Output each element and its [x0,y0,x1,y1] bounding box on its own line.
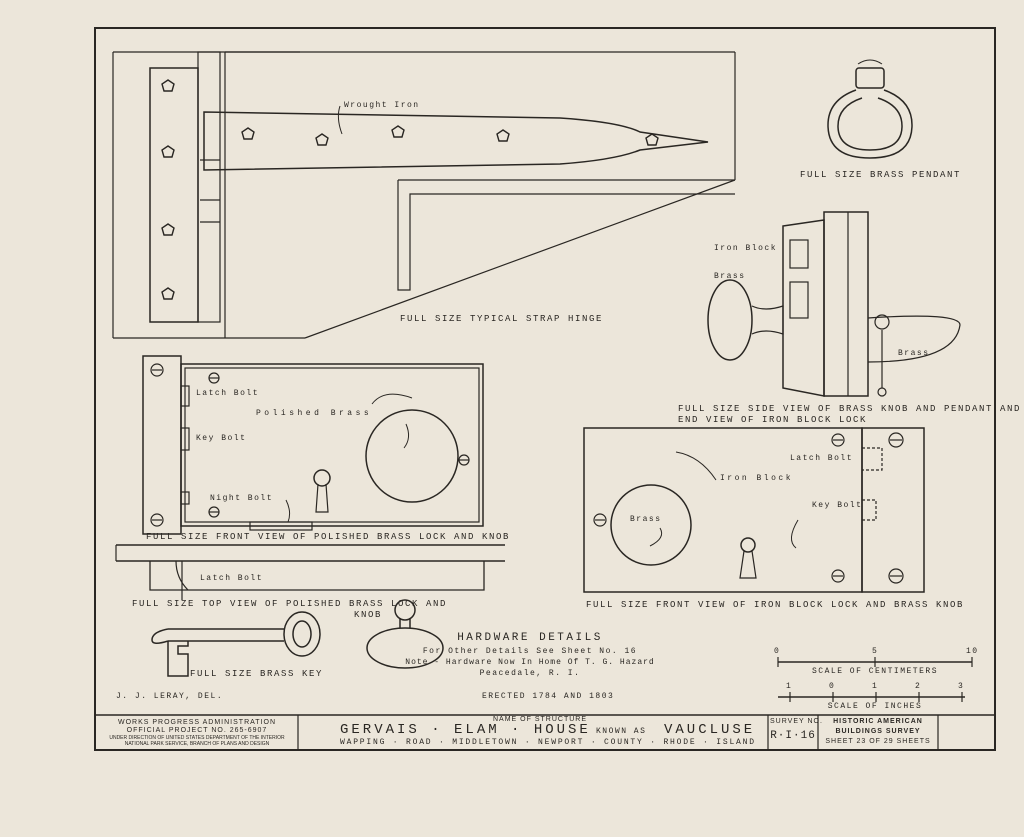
habs-line2: BUILDINGS SURVEY [835,728,921,735]
known-as-label: KNOWN AS [596,727,647,736]
cm-tick-10: 10 [966,647,979,656]
side-view-caption-2: END VIEW OF IRON BLOCK LOCK [678,415,868,425]
brass-pendant-drawing [827,59,913,159]
cm-scale-label: SCALE OF CENTIMETERS [811,667,938,676]
delineator-credit: J. J. LERAY, DEL. [116,692,224,701]
in-tick-3: 3 [958,682,965,691]
hardware-line3: Peacedale, R. I. [479,669,581,678]
polished-brass-label: Polished Brass [256,409,373,418]
brass-knob-drawing [366,599,444,669]
side-brass-pendant-label: Brass [898,349,930,358]
erected-dates: ERECTED 1784 AND 1803 [482,692,615,701]
polished-latch-bolt-label: Latch Bolt [196,389,260,398]
in-scale-label: SCALE OF INCHES [827,702,923,711]
sheet-border [94,27,996,751]
top-view-caption-2: KNOB [354,610,383,620]
iron-block-label: Iron Block [720,474,794,483]
pendant-caption: FULL SIZE BRASS PENDANT [800,170,962,180]
strap-hinge-caption: FULL SIZE TYPICAL STRAP HINGE [400,314,604,324]
side-view-drawing [707,211,961,397]
strap-hinge-drawing [112,51,736,339]
iron-latch-bolt-label: Latch Bolt [790,454,854,463]
side-view-caption-1: FULL SIZE SIDE VIEW OF BRASS KNOB AND PE… [678,404,1022,414]
iron-key-bolt-label: Key Bolt [812,501,863,510]
habs-line1: HISTORIC AMERICAN [833,718,923,725]
hardware-title: HARDWARE DETAILS [457,632,603,644]
survey-number: R·I·16 [770,730,816,742]
structure-name: GERVAIS · ELAM · HOUSE [340,722,591,738]
polished-key-bolt-label: Key Bolt [196,434,247,443]
polished-lock-drawing [142,355,484,535]
key-caption: FULL SIZE BRASS KEY [190,669,324,679]
agency-line2: OFFICIAL PROJECT NO. 265-6907 [126,727,268,734]
cm-tick-0: 0 [774,647,781,656]
agency-line4: NATIONAL PARK SERVICE, BRANCH OF PLANS A… [124,741,270,747]
scale-bars [777,657,973,702]
wrought-iron-callout: Wrought Iron [344,101,420,110]
survey-label: SURVEY NO. [770,718,823,725]
agency-line3: UNDER DIRECTION OF UNITED STATES DEPARTM… [109,735,285,741]
in-tick-1b: 1 [872,682,879,691]
iron-lock-drawing [583,427,925,593]
structure-location: WAPPING · ROAD · MIDDLETOWN · NEWPORT · … [340,738,756,747]
in-tick-1a: 1 [786,682,793,691]
structure-alias: VAUCLUSE [664,722,756,738]
side-iron-block-label: Iron Block [714,244,778,253]
side-brass-knob-label: Brass [714,272,746,281]
agency-line1: WORKS PROGRESS ADMINISTRATION [118,719,276,726]
iron-lock-caption: FULL SIZE FRONT VIEW OF IRON BLOCK LOCK … [586,600,965,610]
top-view-caption-1: FULL SIZE TOP VIEW OF POLISHED BRASS LOC… [132,599,448,609]
in-tick-0: 0 [829,682,836,691]
cm-tick-5: 5 [872,647,879,656]
top-latch-bolt-label: Latch Bolt [200,574,264,583]
hardware-line1: For Other Details See Sheet No. 16 [422,647,638,656]
sheet-number: SHEET 23 OF 29 SHEETS [825,738,931,745]
iron-brass-label: Brass [630,515,662,524]
structure-name-label: NAME OF STRUCTURE [493,716,587,723]
hardware-line2: Note - Hardware Now In Home Of T. G. Haz… [405,658,655,667]
polished-night-bolt-label: Night Bolt [210,494,274,503]
polished-lock-caption: FULL SIZE FRONT VIEW OF POLISHED BRASS L… [146,532,511,542]
top-view-drawing [115,544,505,600]
in-tick-2: 2 [915,682,922,691]
brass-key-drawing [151,611,321,677]
